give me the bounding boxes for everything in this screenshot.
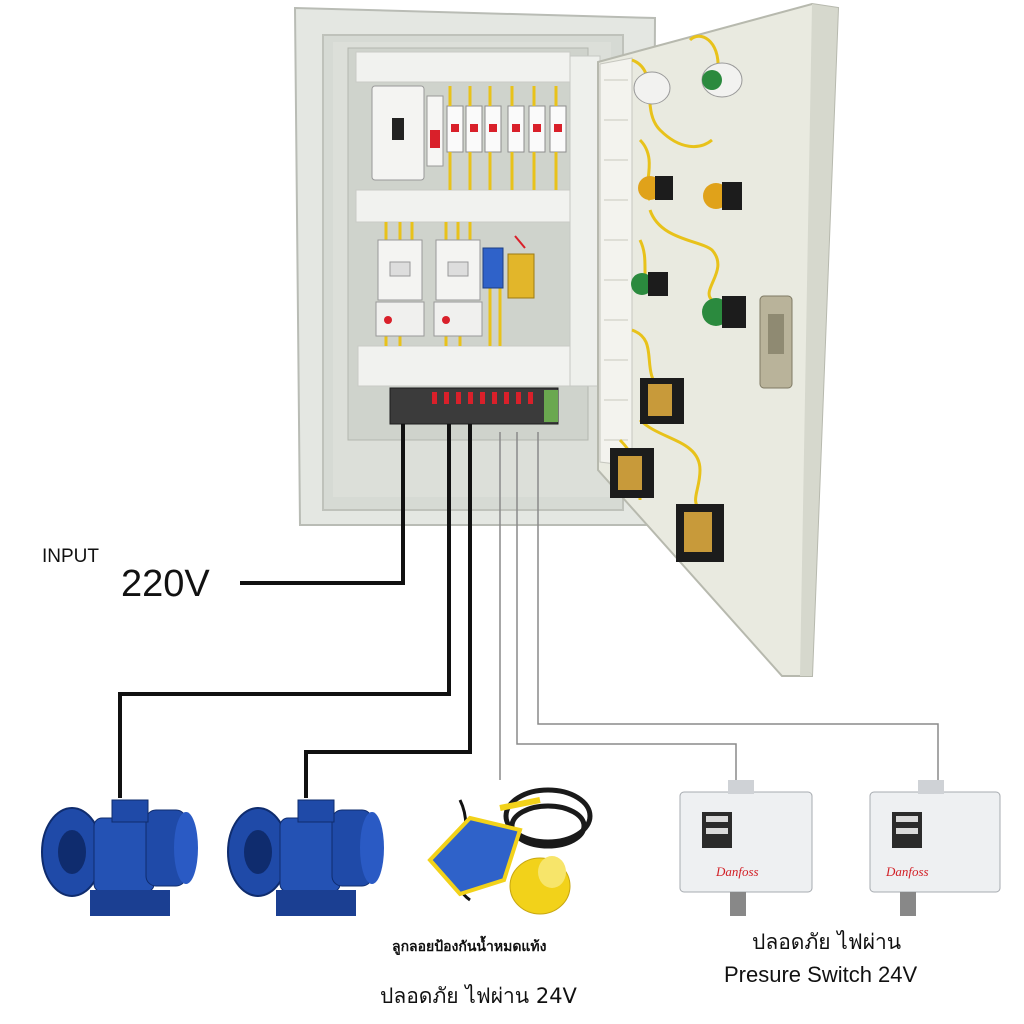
input-voltage-label: 220V — [121, 563, 210, 605]
pressure-switch-icon: Danfoss Danfoss — [679, 780, 1001, 916]
signal-wires — [499, 432, 939, 780]
float-switch-subtitle: ปลอดภัย ไฟผ่าน 24V — [380, 984, 577, 1008]
pilot-lamp-icon — [631, 62, 746, 328]
power-wires — [118, 424, 472, 798]
svg-text:Danfoss: Danfoss — [715, 864, 759, 879]
input-label: INPUT — [42, 546, 99, 567]
float-switch-title: ลูกลอยป้องกันน้ำหมดแท้ง — [392, 939, 547, 955]
cabinet-door — [597, 2, 840, 677]
svg-text:Danfoss: Danfoss — [885, 864, 929, 879]
selector-switch-icon — [610, 378, 724, 562]
control-cabinet-icon — [293, 6, 657, 526]
pump-icon — [41, 799, 384, 916]
pressure-switch-title: ปลอดภัย ไฟผ่าน — [752, 930, 902, 954]
float-switch-icon — [427, 787, 593, 915]
pressure-switch-subtitle: Presure Switch 24V — [724, 962, 918, 987]
